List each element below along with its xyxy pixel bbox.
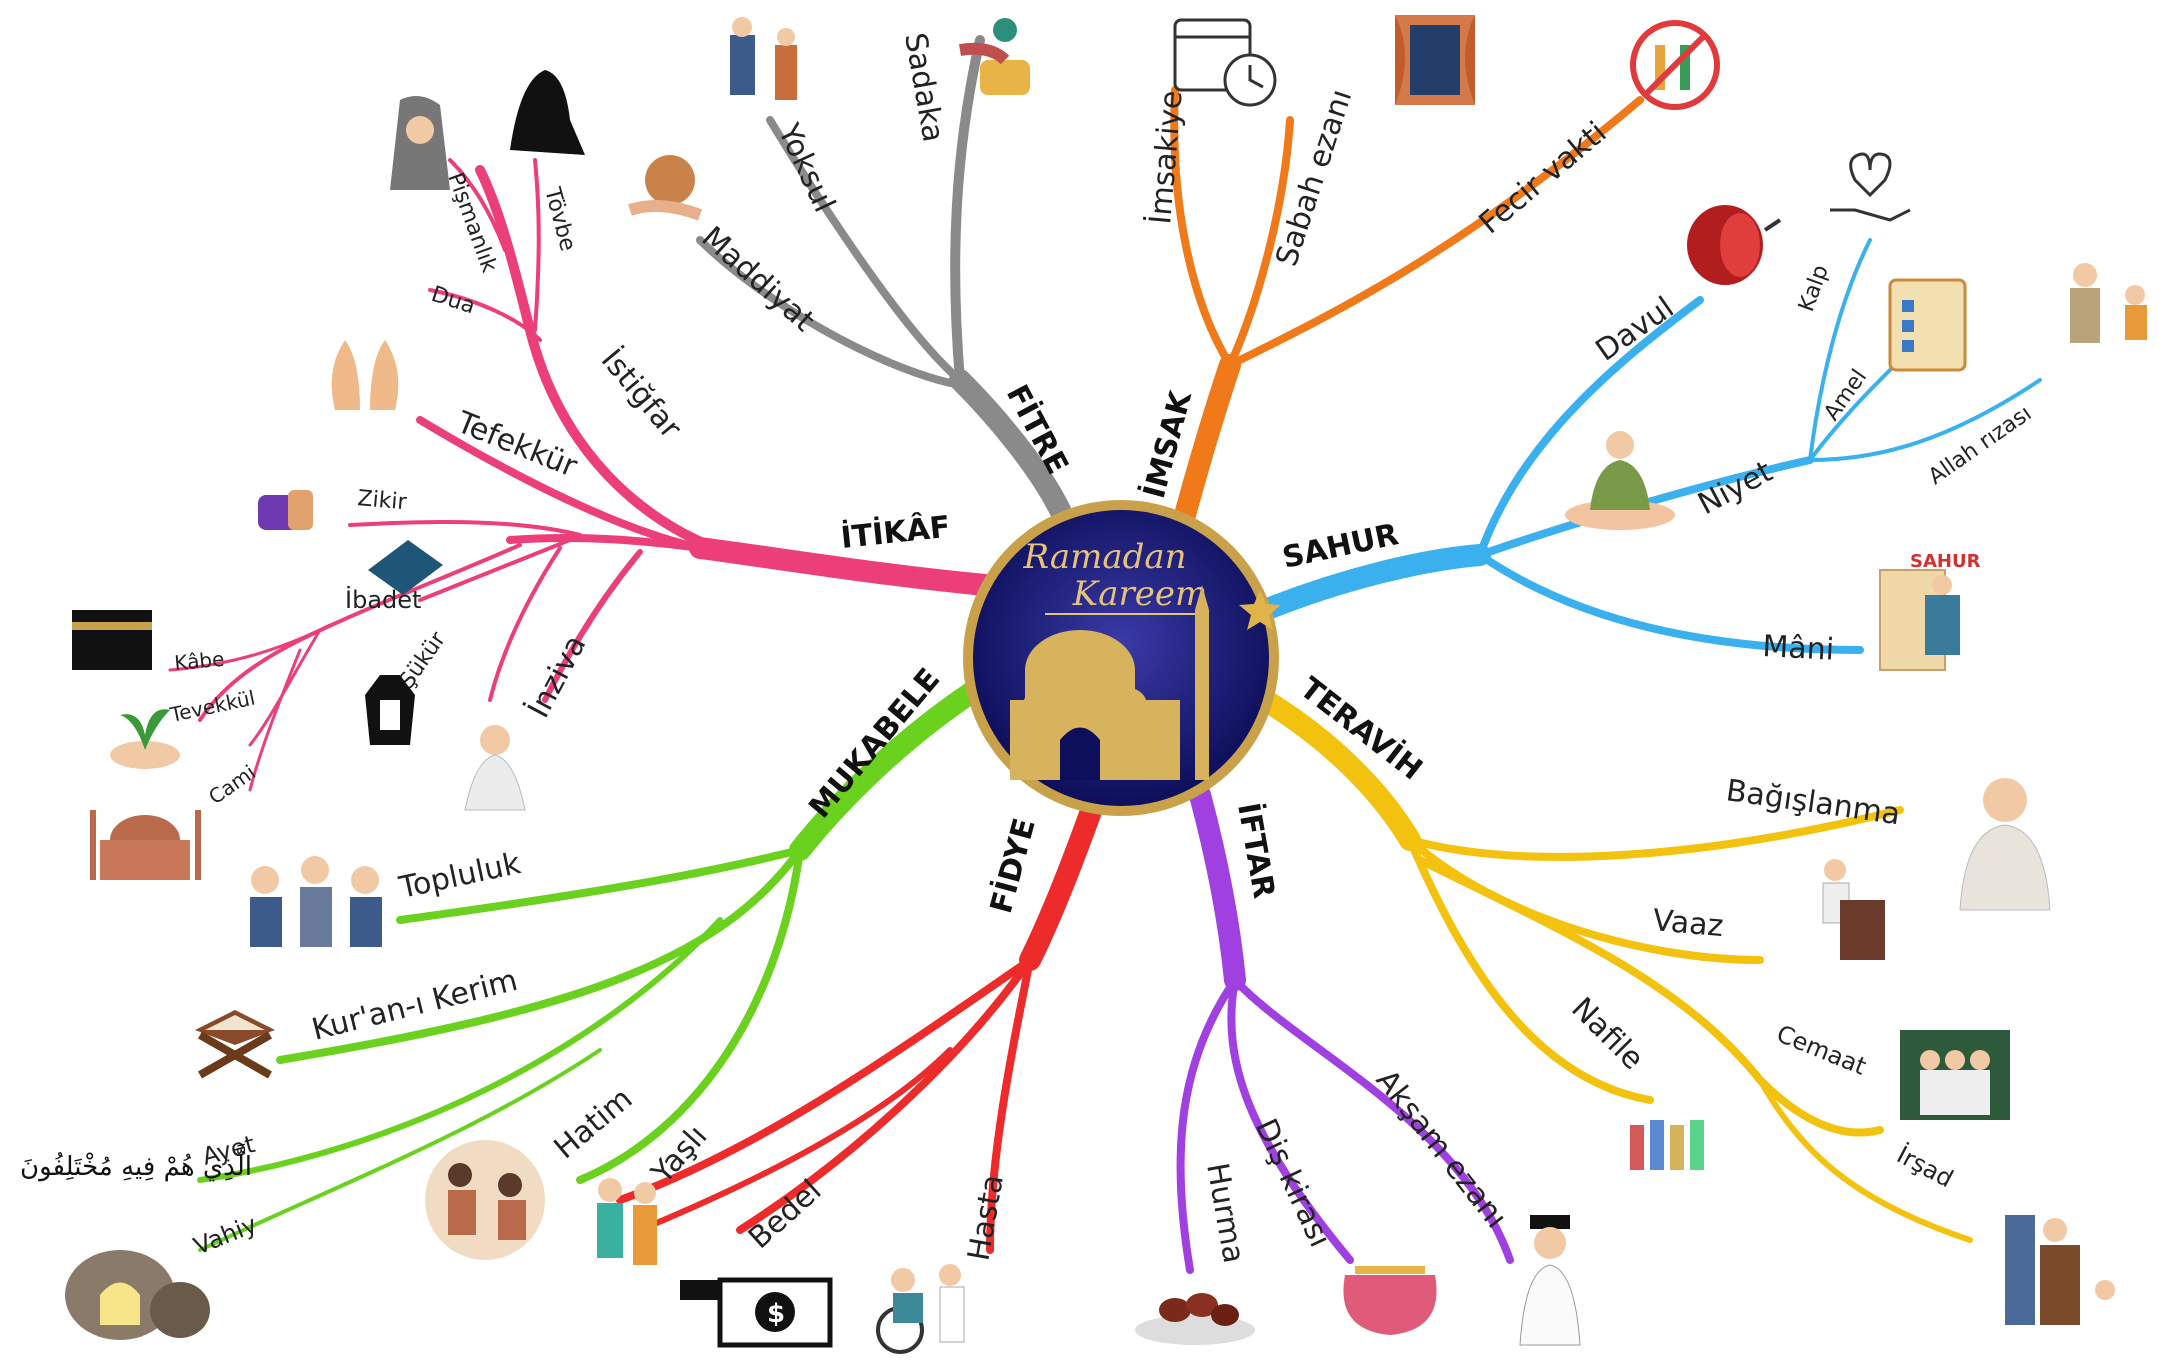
center-title-line2: Kareem: [1072, 574, 1207, 614]
label-maddiyat: Maddiyat: [695, 220, 822, 339]
seedling-icon: [110, 709, 180, 769]
dates-icon: [1135, 1293, 1255, 1345]
group-prayer-icon: [1630, 1120, 1704, 1170]
label-kalp: Kalp: [1794, 262, 1834, 315]
branch-fidye: [616, 789, 1106, 1254]
giving-icon: [730, 17, 797, 100]
label-vahiy: Vahiy: [190, 1210, 261, 1260]
scroll-icon: SAHUR: [1879, 551, 1981, 671]
svg-text:$: $: [767, 1299, 785, 1329]
praying-man-icon: [1959, 778, 2051, 911]
charity-icon: [959, 18, 1030, 95]
center-node: Ramadan Kareem: [963, 500, 1281, 816]
checklist-icon: [1888, 278, 1967, 372]
branch-iftar: [1176, 784, 1514, 1274]
label-bedel: Bedel: [742, 1173, 828, 1256]
study-group-icon: [250, 856, 382, 947]
label-iftar: İFTAR: [1230, 800, 1282, 901]
label-hasta: Hasta: [961, 1172, 1011, 1263]
label-inziva: İnziva: [520, 629, 593, 724]
label-vaaz: Vaaz: [1651, 903, 1725, 944]
drum-icon: [1687, 205, 1782, 285]
label-tevekkul: Tevekkül: [167, 686, 257, 728]
congregation-icon: [1900, 1030, 2010, 1120]
label-zikir: Zikir: [356, 486, 408, 515]
branch-fitre: [696, 35, 1071, 521]
label-yasli: Yaşlı: [644, 1119, 714, 1191]
heart-hand-icon: [1830, 152, 1911, 222]
reading-pair-icon: [425, 1140, 545, 1260]
label-istigfar: İstiğfar: [594, 342, 689, 446]
label-nafile: Nafile: [1564, 991, 1650, 1077]
money-bag-icon: [628, 155, 703, 221]
label-fidye: FİDYE: [983, 814, 1043, 917]
branch-sahur: [1254, 238, 2042, 654]
branch-itikaf: [168, 158, 996, 792]
mosque-icon: [90, 810, 201, 880]
branch-mukabele: [197, 679, 986, 1252]
label-yoksul: Yoksul: [770, 118, 841, 218]
label-itikaf: İTİKÂF: [839, 509, 952, 556]
pouch-icon: [1343, 1266, 1437, 1335]
mosque-illustration: [1010, 585, 1209, 780]
calendar-clock-icon: [1173, 18, 1277, 107]
label-sadaka: Sadaka: [897, 30, 951, 144]
branch-teravih: [1254, 689, 1973, 1243]
label-aksam-ezani: Akşam ezanı: [1369, 1063, 1514, 1235]
wheelchair-icon: [876, 1264, 965, 1354]
label-tovbe: Tövbe: [539, 184, 580, 254]
no-food-icon: [1630, 20, 1720, 110]
center-title-line1: Ramadan: [1022, 537, 1186, 577]
teacher-icon: [2005, 1215, 2115, 1325]
elderly-couple-icon: [597, 1178, 657, 1265]
label-dis-kirasi: Diş kirası: [1248, 1114, 1338, 1253]
branch-imsak: [1170, 86, 1644, 526]
window-icon: [1395, 15, 1475, 105]
praying-woman-icon: [390, 96, 450, 190]
label-hurma: Hurma: [1199, 1160, 1251, 1266]
cave-icon: [65, 1250, 210, 1340]
kaaba-icon: [72, 610, 152, 670]
money-icon: $: [680, 1277, 833, 1348]
label-topluluk: Topluluk: [395, 846, 524, 906]
label-niyet: Niyet: [1692, 454, 1778, 522]
star-icon: [1239, 590, 1281, 630]
calling-man-icon: [1519, 1215, 1581, 1346]
prayer-mat-icon: [368, 540, 443, 595]
label-kabe: Kâbe: [173, 647, 225, 675]
old-man-icon: [2070, 263, 2147, 343]
quran-stand-icon: [195, 1010, 275, 1079]
counter-icon: [258, 490, 313, 530]
sahur-sign-text: SAHUR: [1910, 551, 1981, 572]
reading-man-icon: [464, 725, 526, 811]
label-cami: Cami: [204, 760, 260, 809]
label-fecir-vakti: Fecir vakti: [1473, 115, 1614, 241]
label-irsad: İrşad: [1892, 1140, 1958, 1193]
label-mukabele: MUKABELE: [802, 662, 947, 825]
label-mani: Mâni: [1762, 629, 1835, 668]
hands-icon: [331, 340, 399, 410]
label-cemaat: Cemaat: [1773, 1020, 1870, 1081]
label-dua: Dua: [428, 282, 478, 319]
eating-woman-icon: [1565, 431, 1675, 530]
preacher-icon: [1822, 859, 1885, 960]
label-bagislanma: Bağışlanma: [1724, 773, 1902, 832]
lantern-icon: [365, 675, 415, 745]
prostration-icon: [510, 70, 585, 155]
